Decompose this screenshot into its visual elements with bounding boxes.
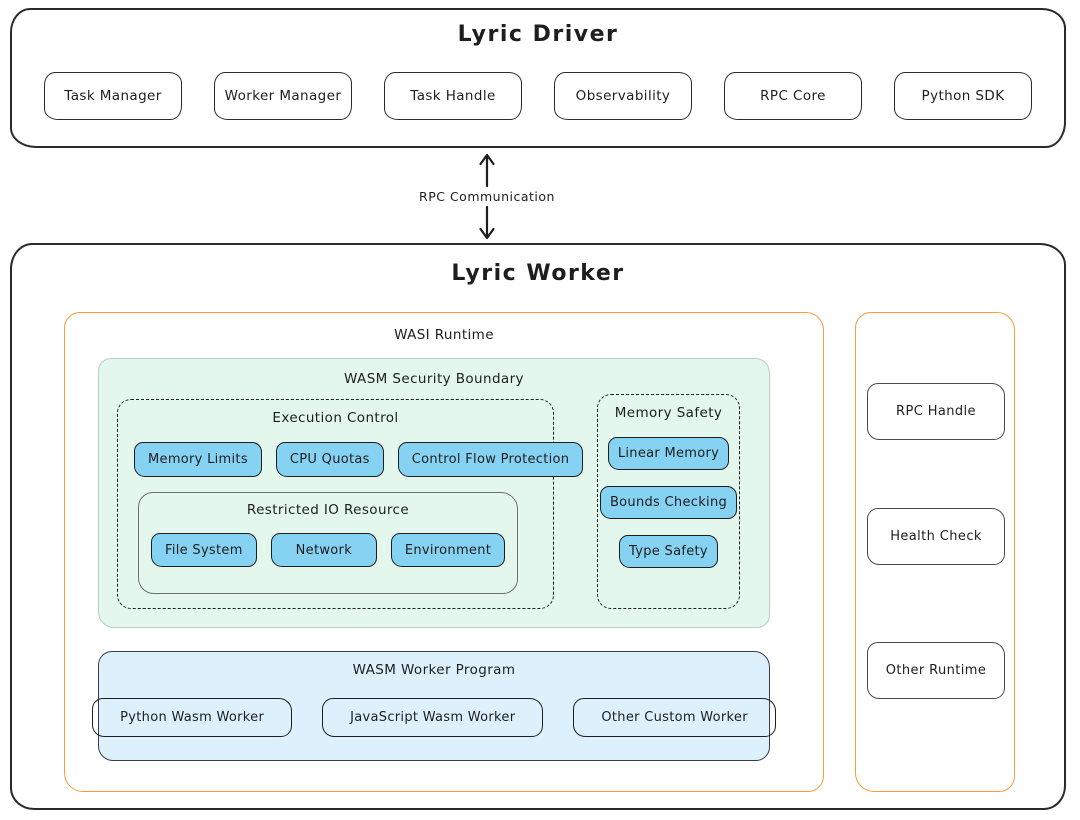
node-memory-limits: Memory Limits xyxy=(134,442,262,477)
execution-control-title: Execution Control xyxy=(272,410,399,426)
lyric-driver-title: Lyric Driver xyxy=(457,22,619,47)
node-bounds-checking: Bounds Checking xyxy=(599,486,738,519)
node-rpc-handle: RPC Handle xyxy=(867,383,1005,440)
wasm-worker-program-title: WASM Worker Program xyxy=(352,662,516,678)
node-other-runtime: Other Runtime xyxy=(867,642,1005,699)
wasi-runtime-box: WASI Runtime WASM Security Boundary Exec… xyxy=(64,312,824,792)
wasm-security-boundary: WASM Security Boundary Execution Control… xyxy=(98,358,770,628)
driver-component-task-handle: Task Handle xyxy=(384,72,522,120)
execution-control-group: Execution Control Memory Limits CPU Quot… xyxy=(117,399,584,609)
runtime-side-panel: RPC Handle Health Check Other Runtime xyxy=(855,312,1015,792)
node-linear-memory: Linear Memory xyxy=(607,437,730,470)
worker-program-items-row: Python Wasm Worker JavaScript Wasm Worke… xyxy=(92,698,776,737)
wasm-worker-program: WASM Worker Program Python Wasm Worker J… xyxy=(92,651,776,761)
driver-components-row: Task Manager Worker Manager Task Handle … xyxy=(44,72,1032,120)
lyric-worker-title: Lyric Worker xyxy=(451,261,625,286)
driver-component-python-sdk: Python SDK xyxy=(894,72,1032,120)
up-arrow-icon xyxy=(479,153,495,187)
wasi-runtime-title: WASI Runtime xyxy=(394,327,494,343)
wasm-security-boundary-title: WASM Security Boundary xyxy=(344,371,524,387)
driver-component-worker-manager: Worker Manager xyxy=(214,72,352,120)
driver-component-rpc-core: RPC Core xyxy=(724,72,862,120)
node-type-safety: Type Safety xyxy=(619,535,718,568)
driver-component-task-manager: Task Manager xyxy=(44,72,182,120)
lyric-driver-box: Lyric Driver Task Manager Worker Manager… xyxy=(10,8,1066,148)
restricted-io-resource-title: Restricted IO Resource xyxy=(246,502,410,518)
node-cpu-quotas: CPU Quotas xyxy=(275,442,384,477)
execution-control-items-row: Memory Limits CPU Quotas Control Flow Pr… xyxy=(134,442,584,477)
restricted-io-items-row: File System Network Environment xyxy=(139,533,517,567)
down-arrow-icon xyxy=(479,205,495,239)
lyric-worker-box: Lyric Worker WASI Runtime WASM Security … xyxy=(10,243,1066,810)
node-health-check: Health Check xyxy=(867,508,1005,565)
node-file-system: File System xyxy=(150,533,257,567)
driver-component-observability: Observability xyxy=(554,72,692,120)
memory-safety-title: Memory Safety xyxy=(614,405,723,421)
rpc-connector: RPC Communication xyxy=(377,150,597,242)
node-environment: Environment xyxy=(390,533,506,567)
node-javascript-wasm-worker: JavaScript Wasm Worker xyxy=(322,698,544,737)
restricted-io-resource-group: Restricted IO Resource File System Netwo… xyxy=(138,492,518,594)
node-control-flow-protection: Control Flow Protection xyxy=(397,442,584,477)
rpc-communication-label: RPC Communication xyxy=(419,188,555,204)
node-network: Network xyxy=(270,533,377,567)
node-other-custom-worker: Other Custom Worker xyxy=(573,698,776,737)
node-python-wasm-worker: Python Wasm Worker xyxy=(92,698,293,737)
memory-safety-items-column: Linear Memory Bounds Checking Type Safet… xyxy=(598,437,739,568)
memory-safety-group: Memory Safety Linear Memory Bounds Check… xyxy=(597,394,740,609)
